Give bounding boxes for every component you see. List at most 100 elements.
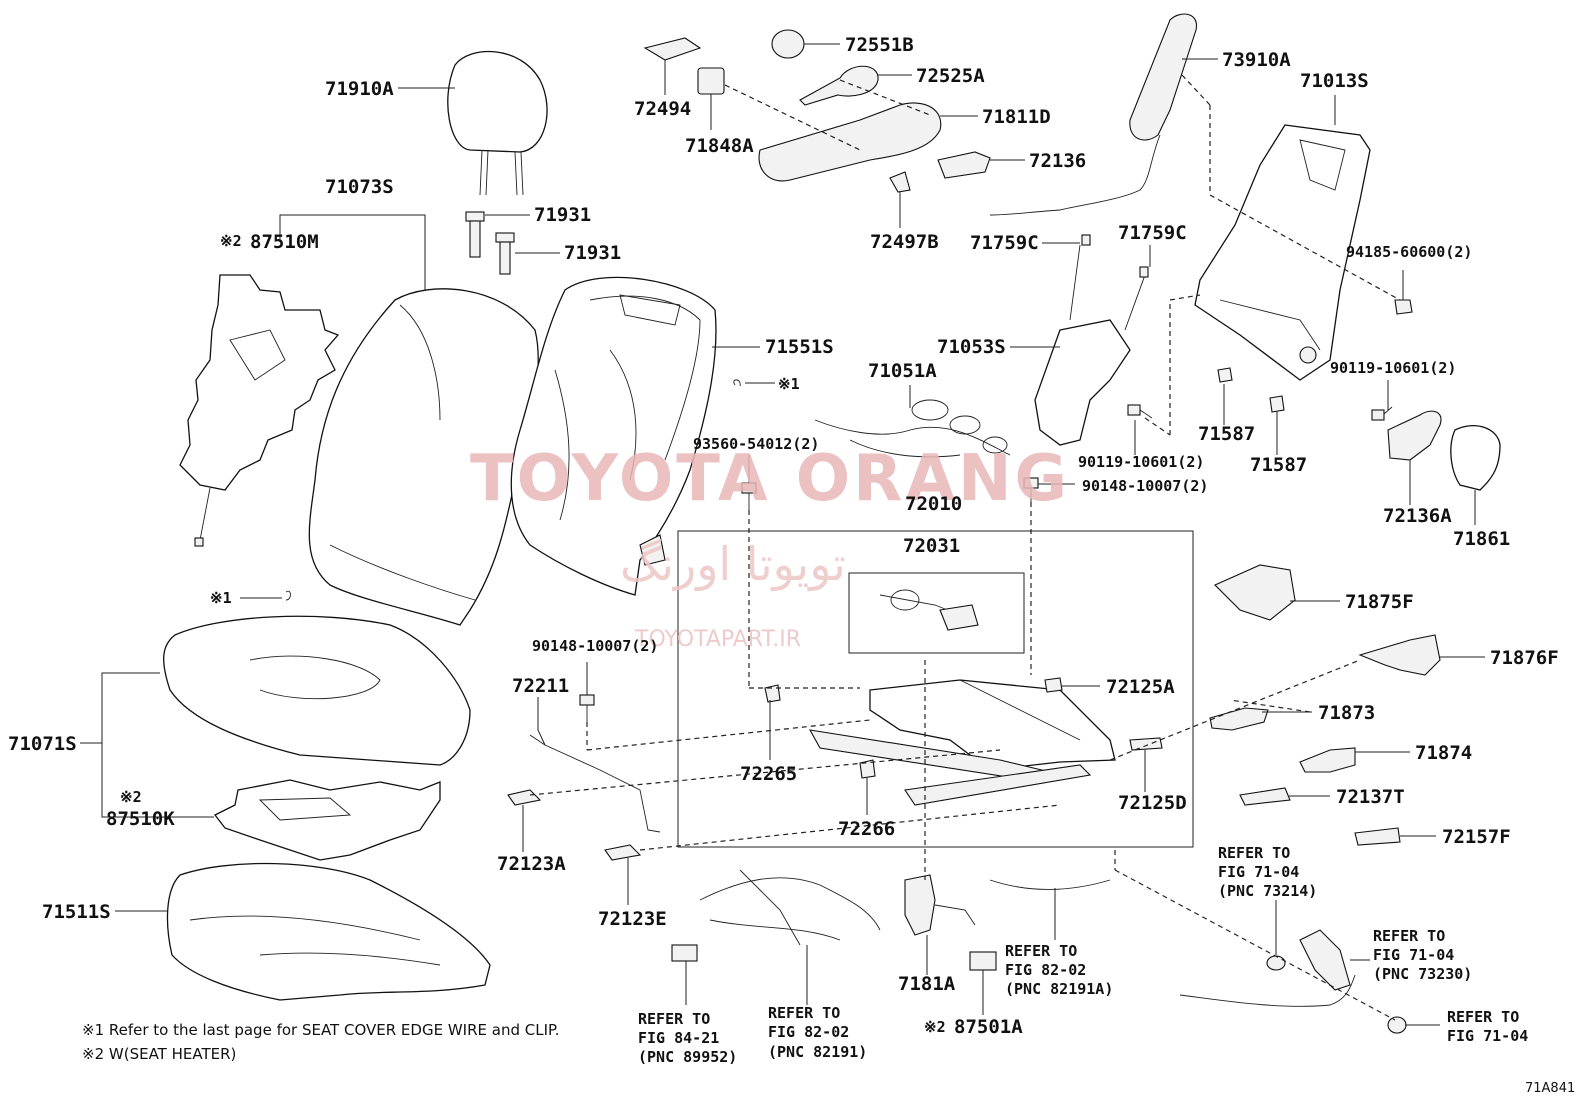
refer-block-82191: REFER TO FIG 82-02 (PNC 82191) [768,1004,867,1061]
mark-1b: ※1 [210,589,232,607]
label-71551S: 71551S [765,336,834,358]
label-72157F: 72157F [1442,826,1511,848]
svg-text:REFER TO: REFER TO [1005,942,1077,960]
motor-72031 [879,589,979,631]
cushion-cover-71071S [163,615,471,766]
label-87501A: 87501A [954,1016,1023,1038]
dashed-guides [529,74,1401,1021]
label-71876F: 71876F [1490,647,1559,669]
label-72497B: 72497B [870,231,939,253]
refer-block-73214: REFER TO FIG 71-04 (PNC 73214) [1218,844,1317,900]
mark-87501A: ※2 [924,1018,946,1036]
label-72525A: 72525A [916,65,985,87]
harness-82191 [671,869,881,962]
track-assembly-box-72010 [677,530,1194,848]
cover-72137T [1239,787,1291,806]
clip-71587b [1269,395,1285,413]
support-71931 [465,211,515,275]
label-90119a: 90119-10601(2) [1330,359,1456,377]
heater-87510M [179,274,340,547]
label-72123E: 72123E [598,908,667,930]
label-71587b: 71587 [1250,454,1307,476]
bracket-72125D [1129,737,1163,751]
bracket-72123E [604,844,642,861]
label-72031: 72031 [903,535,960,557]
svg-text:REFER TO: REFER TO [1218,844,1290,862]
svg-text:FIG 71-04: FIG 71-04 [1218,863,1299,881]
part-72525A [799,65,879,106]
label-72266: 72266 [838,818,895,840]
washer-73214 [1266,955,1286,971]
mark-87510K: ※2 [120,788,142,806]
svg-text:FIG 82-02: FIG 82-02 [1005,961,1086,979]
wire-82191A [989,879,1111,890]
track-frame [808,679,1116,806]
svg-text:(PNC 73214): (PNC 73214) [1218,882,1317,900]
svg-text:REFER TO: REFER TO [1447,1008,1519,1026]
label-72125D: 72125D [1118,792,1187,814]
bracket-72123A [507,789,542,806]
part-72551B [771,29,805,59]
label-72494: 72494 [634,98,691,120]
clip-icon [733,379,741,387]
cushion-pad-71511S [166,862,491,1001]
sensor-87501A [969,951,997,971]
cover-72157F [1354,827,1401,846]
svg-text:(PNC 89952): (PNC 89952) [638,1048,737,1066]
svg-text:(PNC 73230): (PNC 73230) [1373,965,1472,983]
label-71873: 71873 [1318,702,1375,724]
lumbar-71053S [1034,234,1149,446]
label-71511S: 71511S [42,901,111,923]
label-72137T: 72137T [1336,786,1405,808]
label-71759C-a: 71759C [970,232,1039,254]
label-72136A: 72136A [1383,505,1452,527]
mark-1a: ※1 [778,375,800,393]
label-71051A: 71051A [868,360,937,382]
figure-code: 71A841 [1525,1081,1575,1096]
belt-wire [1179,974,1356,1007]
label-71071S: 71071S [8,733,77,755]
svg-text:REFER TO: REFER TO [638,1010,710,1028]
nut-icon [1387,1016,1407,1034]
label-87510M: 87510M [250,231,319,253]
svg-text:FIG 82-02: FIG 82-02 [768,1023,849,1041]
clip-72265 [764,684,781,703]
part-72136 [937,151,991,179]
footnote-2: ※2 W(SEAT HEATER) [82,1045,236,1063]
part-72497B [889,171,911,193]
svg-text:FIG 84-21: FIG 84-21 [638,1029,719,1047]
clip-72266 [859,759,876,779]
leader-lines [80,43,1485,1026]
label-71587a: 71587 [1198,423,1255,445]
harness-71051A [814,399,1011,458]
label-71875F: 71875F [1345,591,1414,613]
label-72125A: 72125A [1106,676,1175,698]
bracket-72125A [1044,677,1063,693]
rod-72211 [529,734,661,833]
refer-block-7104: REFER TO FIG 71-04 [1447,1008,1528,1045]
clip-icon [285,590,291,601]
label-93560: 93560-54012(2) [693,435,819,453]
label-71874: 71874 [1415,742,1472,764]
label-90148a: 90148-10007(2) [1082,477,1208,495]
motor-box-72031 [848,572,1025,654]
watermark-brand: TOYOTA ORANG [470,442,1070,516]
seatback-cover-71073S [308,288,539,626]
airbag-73910A [989,13,1197,216]
part-72494 [643,37,702,61]
label-72136: 72136 [1029,150,1086,172]
frame-71013S [1194,124,1371,381]
ecu-7181A [904,874,976,936]
label-72551B: 72551B [845,34,914,56]
svg-text:(PNC 82191): (PNC 82191) [768,1043,867,1061]
label-71053S: 71053S [937,336,1006,358]
label-71931b: 71931 [564,242,621,264]
svg-text:(PNC 82191A): (PNC 82191A) [1005,980,1113,998]
cover-72136A [1387,410,1442,461]
cover-71875F [1214,564,1296,621]
watermark-persian: تویوتا اورنگ [620,537,846,592]
refer-block-73230: REFER TO FIG 71-04 (PNC 73230) [1373,927,1472,983]
label-71861: 71861 [1453,528,1510,550]
heater-87510K [214,779,441,861]
